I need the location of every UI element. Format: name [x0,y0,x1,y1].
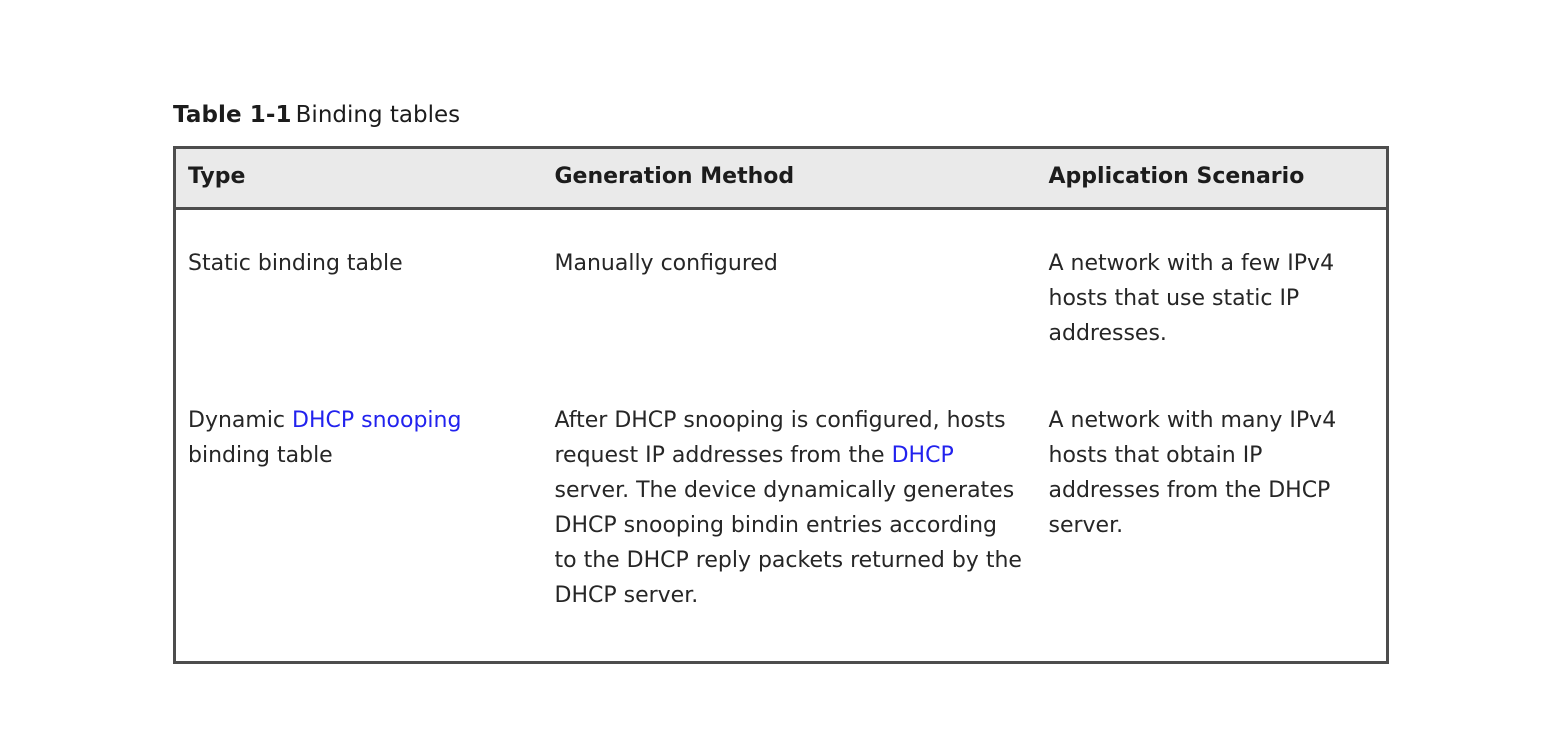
table-caption-label: Table 1-1 [173,102,292,128]
cell-generation-static: Manually configured [554,251,778,276]
type-prefix-text: Dynamic [188,408,293,433]
cell-scenario-static: A network with a few IPv4 hosts that use… [1048,251,1335,346]
table-row: Dynamic DHCP snooping binding table Afte… [175,351,1388,663]
column-header-application-scenario: Application Scenario [1036,147,1388,210]
cell-generation-dynamic: After DHCP snooping is configured, hosts… [543,351,1037,663]
generation-text-part1: After DHCP snooping is configured, hosts… [554,408,1006,468]
table-row: Static binding table Manually configured… [175,209,1388,352]
table-body: Static binding table Manually configured… [175,209,1388,663]
cell-type-dynamic: Dynamic DHCP snooping binding table [175,351,543,663]
cell-scenario-dynamic: A network with many IPv4 hosts that obta… [1048,408,1337,538]
column-header-generation-method: Generation Method [542,147,1037,210]
type-suffix-text: binding table [188,443,333,468]
table-header: Type Generation Method Application Scena… [174,147,1388,210]
generation-text-part2: server. The device dynamically generates… [554,478,1022,608]
dhcp-snooping-link[interactable]: DHCP snooping [292,408,462,433]
column-header-type: Type [174,147,543,210]
table-caption-text: Binding tables [295,102,461,128]
binding-tables-table: Type Generation Method Application Scena… [173,146,1389,664]
table-header-row: Type Generation Method Application Scena… [174,147,1388,210]
dhcp-link[interactable]: DHCP [891,443,954,468]
cell-type-static: Static binding table [188,251,403,276]
